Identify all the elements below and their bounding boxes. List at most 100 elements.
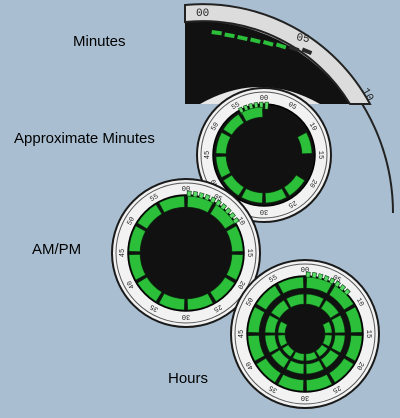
dial-segment xyxy=(305,293,325,308)
dial-tick-label: 35 xyxy=(149,302,160,313)
dial-tick-label: 45 xyxy=(204,151,212,159)
minute-segment xyxy=(301,47,313,55)
minutes-tick-00: 00 xyxy=(196,8,209,20)
dial-tick-label: 05 xyxy=(212,193,223,204)
dial-segment xyxy=(322,334,333,347)
dial-bezel-inner xyxy=(115,182,257,324)
dial-tick-label: 10 xyxy=(307,121,318,132)
dial-segment xyxy=(215,132,231,154)
dial-tick-label: 55 xyxy=(230,101,241,112)
minute-segment xyxy=(211,29,222,36)
dial-tick-label: 45 xyxy=(238,330,246,338)
dial-segment xyxy=(187,195,214,213)
minutes-dark-face xyxy=(185,21,350,104)
dial-segment xyxy=(331,334,346,354)
minutes-outer-ring xyxy=(184,3,372,105)
dial-segment xyxy=(345,335,363,362)
dial-face xyxy=(246,275,364,393)
dial-segment xyxy=(256,285,282,311)
dial-tick-label: 00 xyxy=(260,95,268,103)
dial-tick-label: 50 xyxy=(245,297,256,308)
dial-tick-label: 15 xyxy=(245,249,253,257)
dial-segment xyxy=(137,204,163,230)
dial-segment xyxy=(277,334,288,347)
dial-tick-label: 25 xyxy=(212,302,223,313)
dial-tick-label: 30 xyxy=(182,312,190,320)
minute-segment xyxy=(237,35,248,41)
dial-tick-label: 00 xyxy=(301,267,309,275)
dial-segment xyxy=(277,374,304,392)
dial-tick-label: 30 xyxy=(301,393,309,401)
dial-segment xyxy=(331,314,346,334)
dial-segment xyxy=(283,174,306,197)
dial-segment xyxy=(292,351,305,362)
dial-tick-label: 25 xyxy=(331,383,342,394)
dial-tick-label: 10 xyxy=(235,216,246,227)
dial-segment xyxy=(305,360,325,375)
dial-segment xyxy=(281,344,295,358)
dial-segment xyxy=(264,101,269,110)
dial-face xyxy=(212,103,316,207)
dial-tick-label: 05 xyxy=(331,274,342,285)
dial-tick-label: 10 xyxy=(354,297,365,308)
dial-tick-label: 40 xyxy=(245,360,256,371)
dial-bezel-inner xyxy=(234,263,376,405)
dial-segment xyxy=(209,276,235,302)
dial-segment xyxy=(265,188,287,204)
dial-segment xyxy=(128,225,146,252)
dial-segment xyxy=(264,314,279,334)
dial-segment xyxy=(328,357,354,383)
dial-segment xyxy=(226,225,244,252)
dial-segment xyxy=(297,132,313,154)
label-approximate-minutes: Approximate Minutes xyxy=(14,130,155,147)
dial-tick-label: 40 xyxy=(210,177,221,188)
dial-segment xyxy=(285,360,305,375)
minutes-tick-10: 10 xyxy=(358,86,375,103)
dial-tick-label: 25 xyxy=(286,198,297,209)
dial-segment xyxy=(158,293,185,311)
minute-segment xyxy=(288,45,300,53)
minutes-scale: 00 05 10 xyxy=(184,3,394,214)
dial-segment xyxy=(285,293,305,308)
dial-tick-label: 50 xyxy=(126,216,137,227)
dial-segment xyxy=(247,306,265,333)
dial-segment xyxy=(320,349,340,369)
dial-segment xyxy=(187,293,214,311)
dial-tick-label: 40 xyxy=(126,279,137,290)
dial-tick-label: 55 xyxy=(149,193,160,204)
dial-segment xyxy=(241,188,263,204)
label-hours: Hours xyxy=(168,370,209,387)
dial-tick-label: 15 xyxy=(316,151,324,159)
dial-segment xyxy=(315,344,329,358)
dial-segment xyxy=(270,299,290,319)
dial-segment xyxy=(320,299,340,319)
minute-segment xyxy=(262,40,274,47)
dial-tick-label: 20 xyxy=(235,279,246,290)
dial-face xyxy=(127,194,245,312)
dial-segment xyxy=(247,335,265,362)
minute-segment xyxy=(275,42,287,50)
dial-segment xyxy=(277,276,304,294)
dial-segment xyxy=(215,156,231,178)
label-ampm: AM/PM xyxy=(32,241,82,258)
dial-tick-label: 00 xyxy=(182,186,190,194)
dial-segment xyxy=(306,276,333,294)
dial-segment xyxy=(305,351,318,362)
dial-tick-label: 55 xyxy=(268,274,279,285)
dial-tick-label: 05 xyxy=(286,101,297,112)
dial-segment xyxy=(328,285,354,311)
dial-segment xyxy=(158,195,185,213)
dial-segment xyxy=(222,113,245,136)
dial-segment xyxy=(222,174,245,197)
dial-segment xyxy=(241,106,263,122)
dial-tick-label: 30 xyxy=(260,207,268,215)
minute-segment xyxy=(250,37,261,44)
minute-segments xyxy=(211,29,313,55)
dial-tick-label: 20 xyxy=(307,177,318,188)
dial-tick-label: 35 xyxy=(268,383,279,394)
dial-segment xyxy=(345,306,363,333)
